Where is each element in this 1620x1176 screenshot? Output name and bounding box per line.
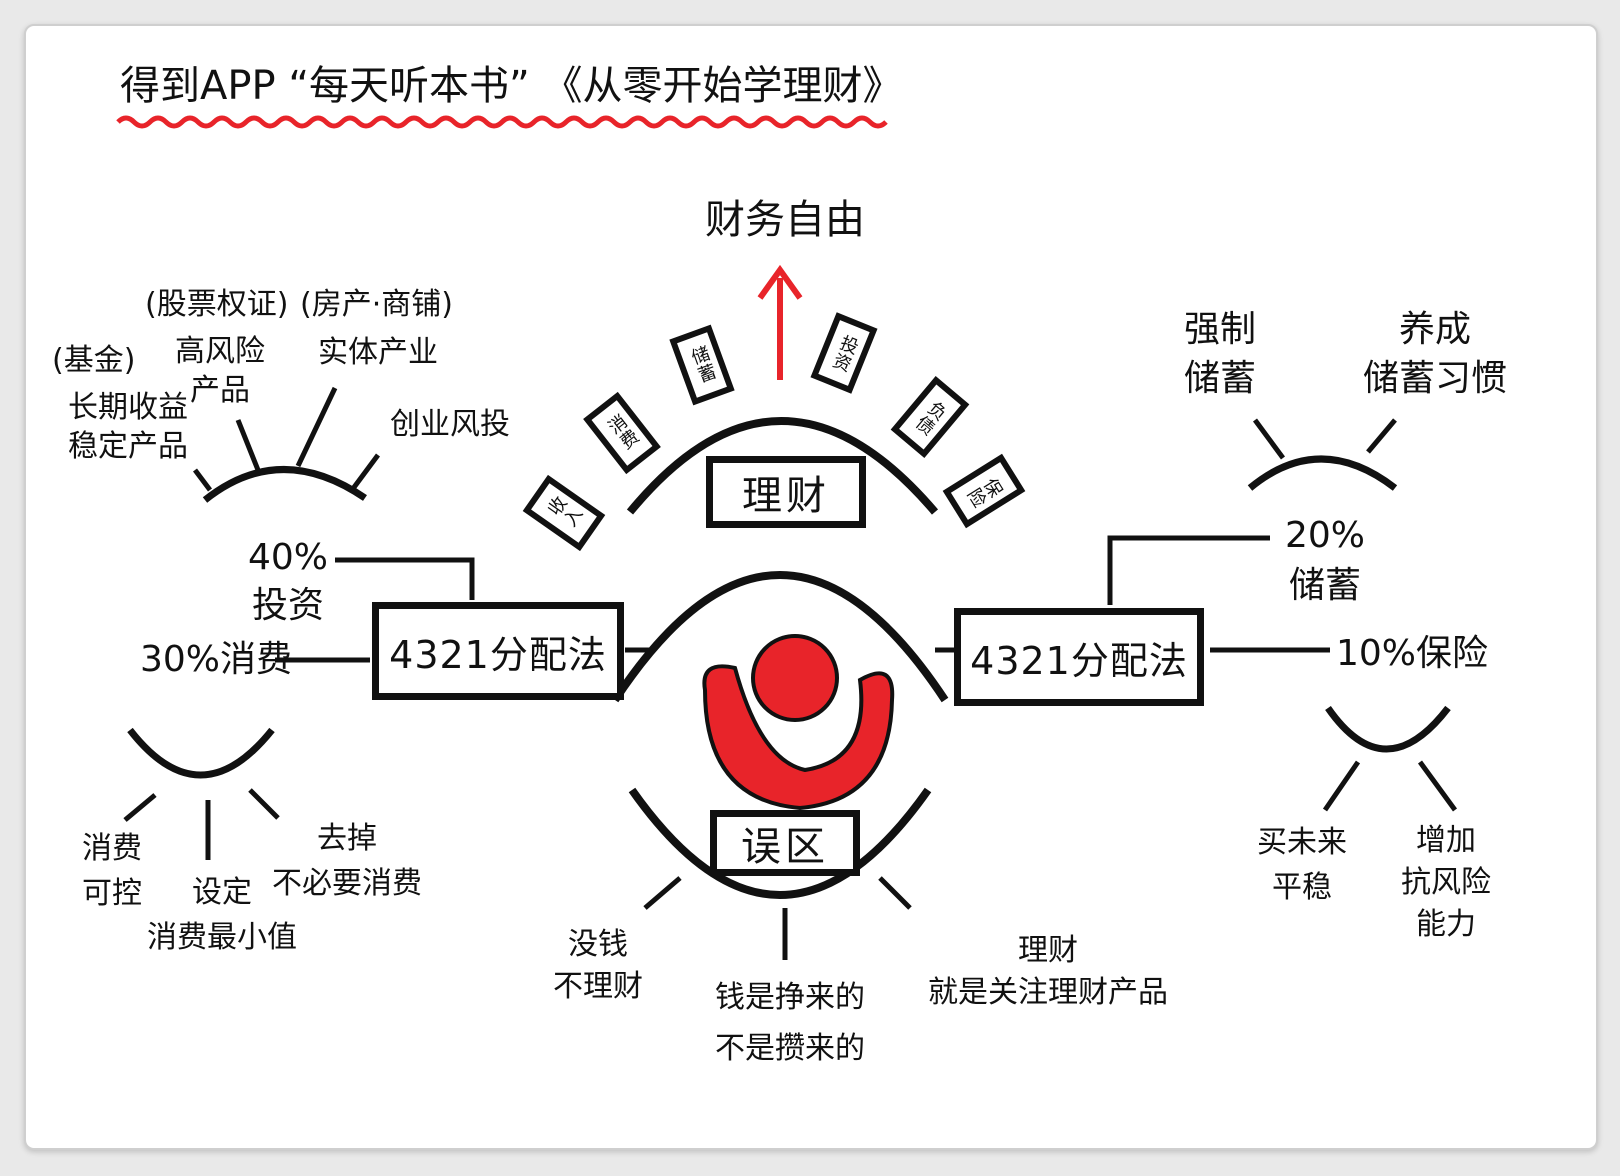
title-underline [116,115,888,129]
invest-label: 投资 [251,585,324,626]
consume-item-1: 消费 可控 [82,831,142,911]
insurance-item-risk: 增加 抗风险 能力 [1401,823,1491,942]
invest-item-stock: 高风险 产品 [175,334,265,408]
logo-dot [751,634,839,722]
invest-item-vc: 创业风投 [390,407,510,442]
consume-item-3: 去掉 不必要消费 [272,821,422,901]
goal-label: 财务自由 [705,197,865,243]
consume-item-2: 设定 消费最小值 [147,875,297,955]
invest-pct: 40% [247,537,328,578]
savings-item-habit: 养成 储蓄习惯 [1362,309,1507,399]
savings-item-forced: 强制 储蓄 [1183,309,1256,399]
misconception-3: 理财 就是关注理财产品 [928,933,1168,1010]
savings-pct: 20% [1284,515,1365,556]
savings-label: 储蓄 [1288,565,1361,606]
misconception-1: 没钱 不理财 [553,927,643,1004]
logo-crescent [702,664,895,811]
left-4321-box: 4321分配法 [372,602,624,700]
consume-pct: 30%消费 [140,639,293,680]
center-box-licai: 理财 [706,456,866,528]
right-4321-box: 4321分配法 [954,608,1204,706]
invest-item-fund: 长期收益 稳定产品 [68,390,188,464]
mindmap-card [24,24,1598,1150]
invest-item-property-tag: (房产·商铺) [300,287,453,322]
insurance-item-stable: 买未来 平稳 [1257,825,1347,905]
invest-item-fund-tag: (基金) [52,343,136,378]
invest-item-property: 实体产业 [318,335,438,370]
misconception-2: 钱是挣来的 不是攒来的 [715,980,865,1066]
insurance-pct: 10%保险 [1336,633,1489,674]
misconception-box: 误区 [710,810,860,876]
invest-item-stock-tag: (股票权证) [145,287,289,322]
page-title: 得到APP “每天听本书” 《从零开始学理财》 [120,63,903,109]
